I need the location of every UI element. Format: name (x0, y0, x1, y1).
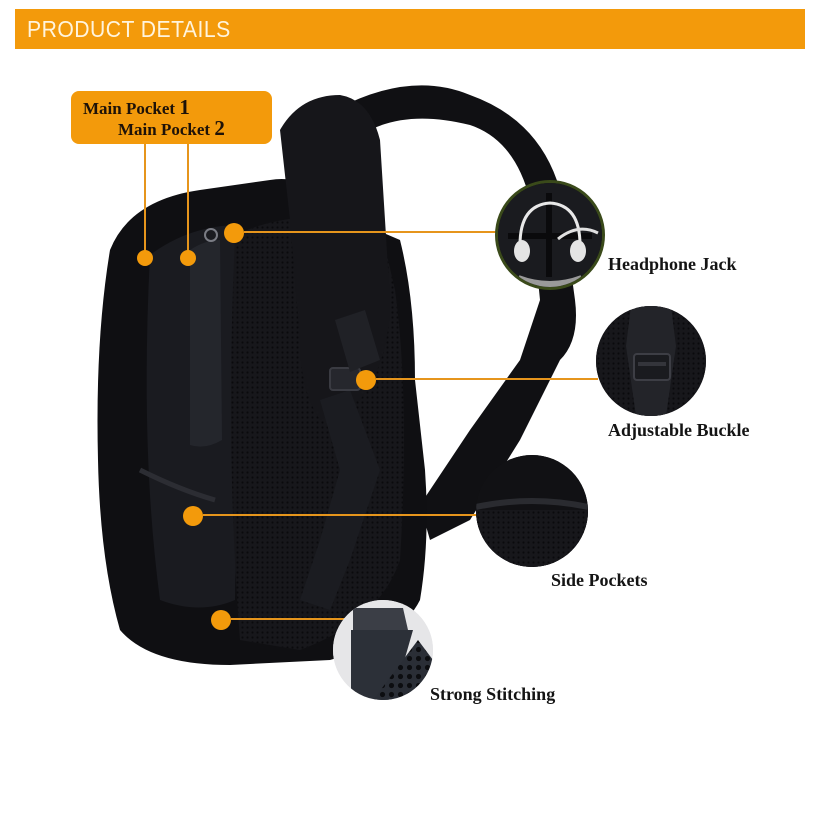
headphone-jack-callout (495, 180, 605, 290)
headphone-jack-marker (224, 223, 244, 243)
adjustable-buckle-leader (376, 378, 598, 380)
main-pocket-2-marker (180, 250, 196, 266)
main-pocket-1-number: 1 (179, 95, 190, 119)
main-pocket-1-leader (144, 144, 146, 254)
headphone-jack-leader (244, 231, 496, 233)
headphone-jack-label: Headphone Jack (608, 254, 737, 274)
banner-title: PRODUCT DETAILS (27, 16, 231, 42)
main-pocket-2-number: 2 (214, 116, 225, 140)
main-pocket-2-leader (187, 144, 189, 254)
buckle-icon (596, 306, 706, 416)
strong-stitching-marker (211, 610, 231, 630)
main-pocket-1-label: Main Pocket 1 (83, 95, 190, 120)
header-banner: PRODUCT DETAILS (15, 9, 805, 49)
main-pocket-2-label: Main Pocket 2 (118, 116, 225, 141)
adjustable-buckle-label: Adjustable Buckle (608, 420, 750, 440)
adjustable-buckle-callout (596, 306, 706, 416)
side-pockets-leader (203, 514, 481, 516)
side-pockets-marker (183, 506, 203, 526)
main-pocket-label-box: Main Pocket 1 Main Pocket 2 (71, 91, 272, 144)
side-pockets-callout (476, 455, 588, 567)
adjustable-buckle-marker (356, 370, 376, 390)
main-pocket-1-text: Main Pocket (83, 99, 176, 118)
main-pocket-1-marker (137, 250, 153, 266)
stitching-icon (333, 600, 433, 700)
strong-stitching-leader (231, 618, 349, 620)
main-pocket-2-text: Main Pocket (118, 120, 211, 139)
mesh-pocket-icon (476, 455, 588, 567)
strong-stitching-callout (333, 600, 433, 700)
side-pockets-label: Side Pockets (551, 570, 648, 590)
strong-stitching-label: Strong Stitching (430, 684, 556, 704)
headphones-icon (498, 183, 602, 287)
